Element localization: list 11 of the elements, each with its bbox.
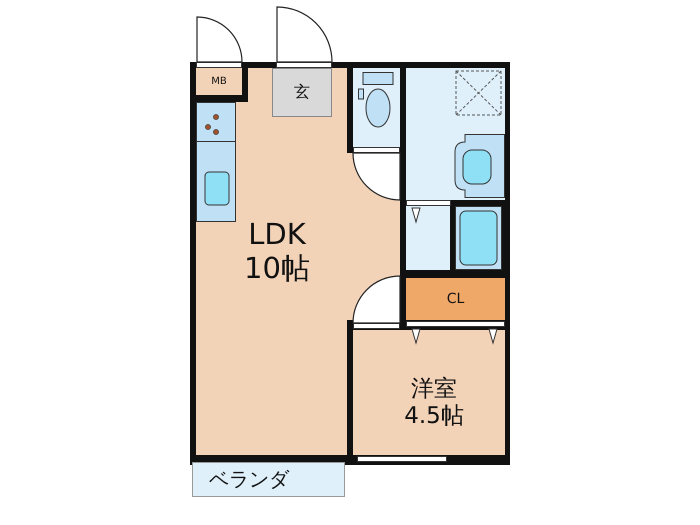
room-label: 玄 [294, 83, 310, 102]
room-label: MB [211, 76, 227, 88]
room-label: LDK 10帖 [243, 218, 311, 285]
room-area [272, 68, 332, 117]
room-label: ベランダ [209, 468, 289, 491]
room-area [192, 462, 345, 497]
room-area [406, 278, 505, 320]
room-area [406, 206, 450, 270]
room-area [353, 330, 505, 455]
room-label: CL [446, 290, 464, 308]
room-label: 洋室 4.5帖 [403, 376, 465, 429]
